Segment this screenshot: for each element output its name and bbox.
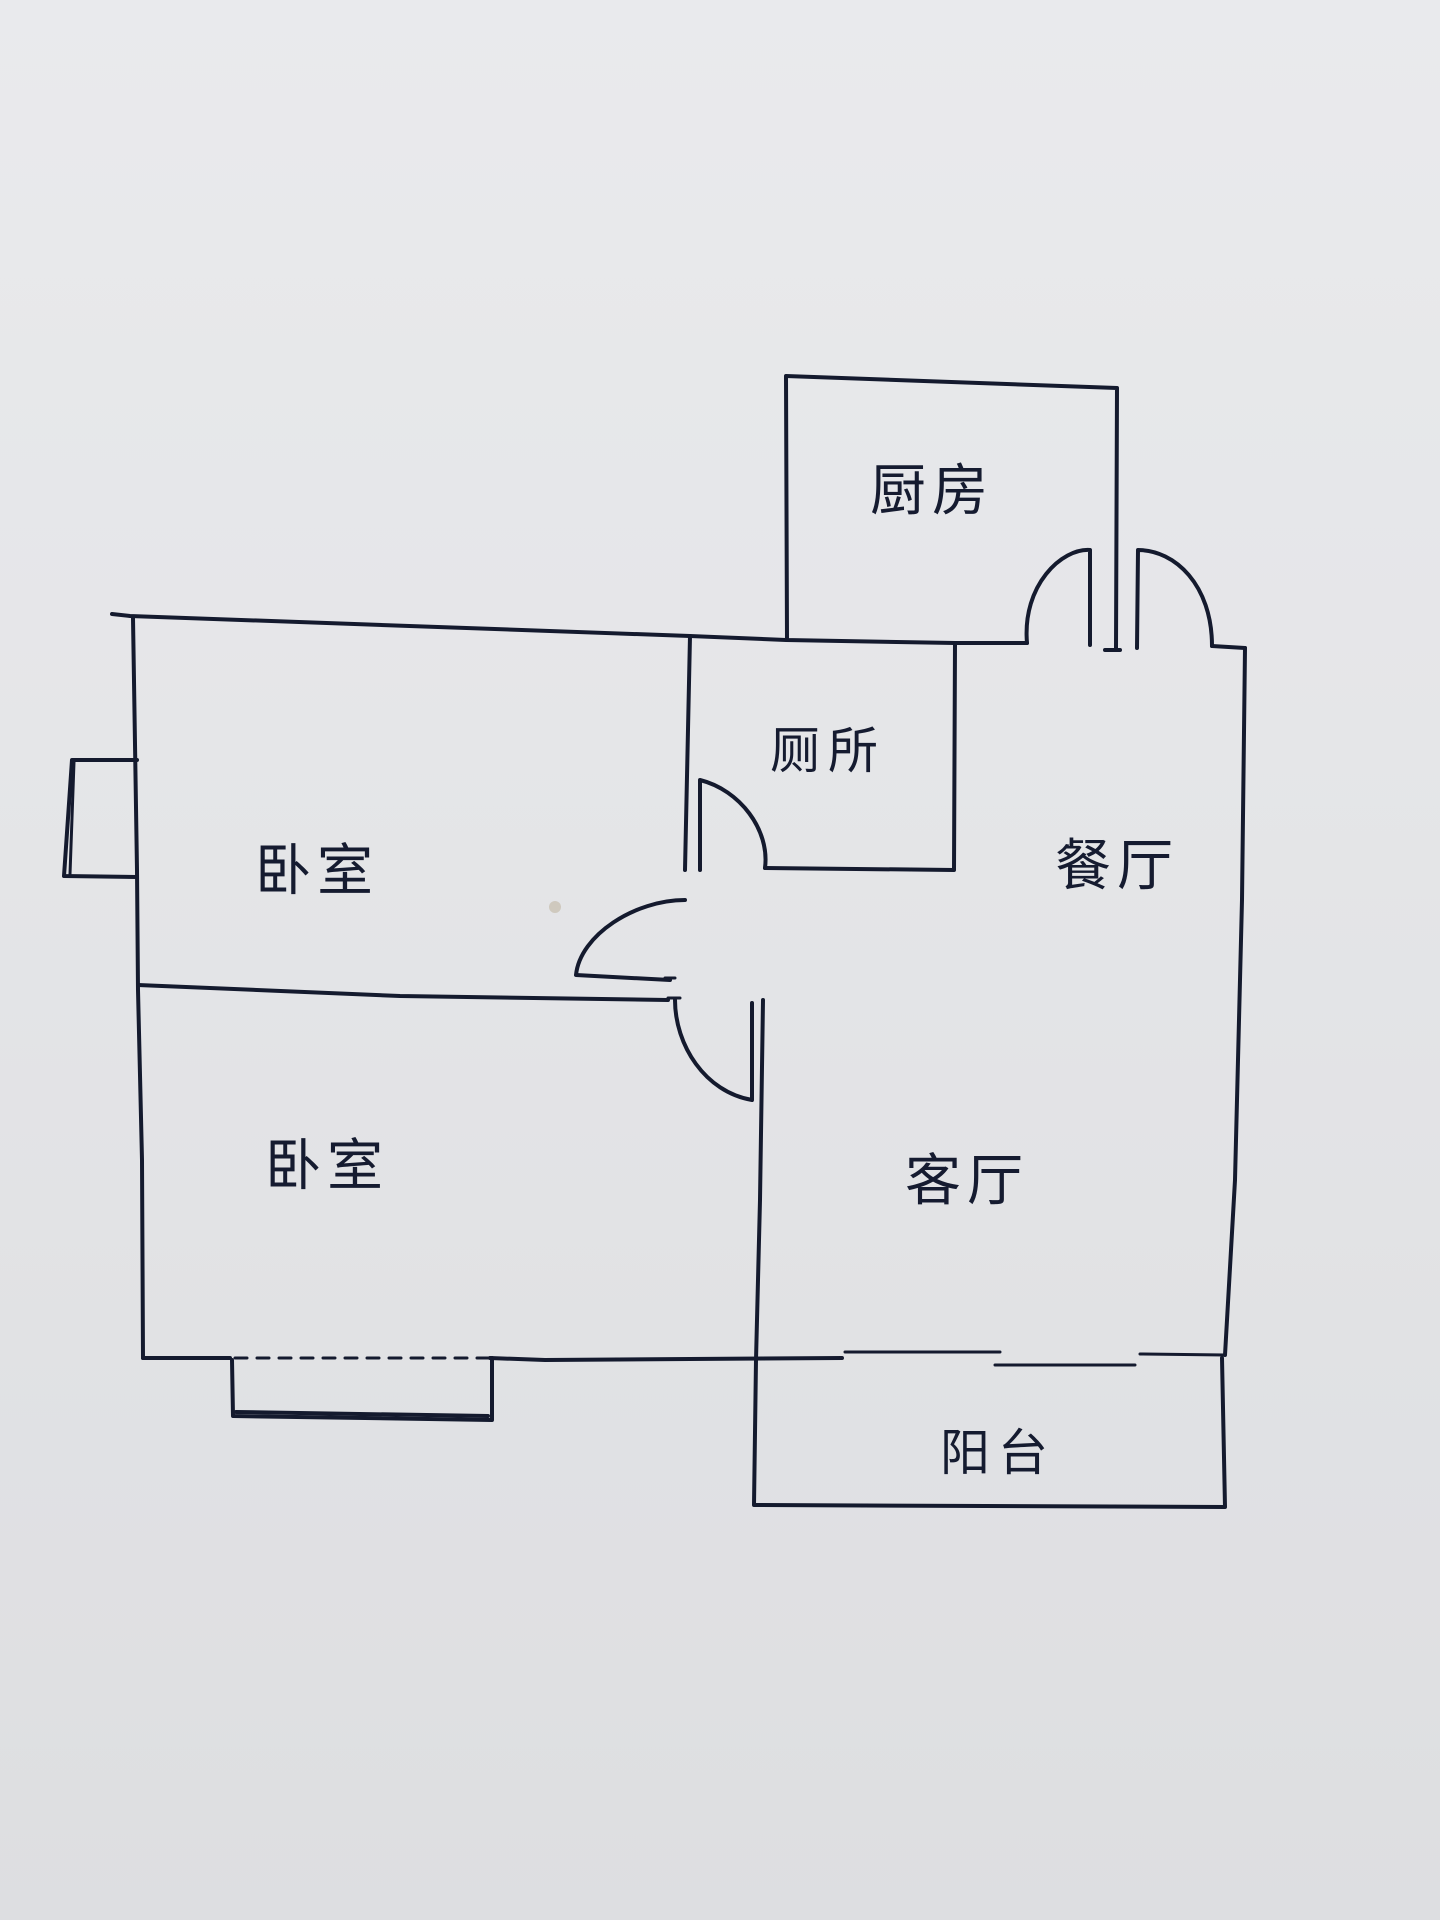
toilet-door (698, 778, 768, 872)
kitchen-door-left (1024, 547, 1092, 647)
balcony-label: 阳台 (940, 1424, 1056, 1482)
bedroom-bottom-label: 卧室 (265, 1134, 389, 1199)
dining-label: 餐厅 (1055, 834, 1179, 899)
kitchen-walls (784, 374, 1119, 650)
kitchen-door-right (1135, 548, 1214, 650)
living-room-label: 客厅 (905, 1149, 1029, 1214)
bedroom-top-door (574, 898, 687, 982)
bottom-bay-window (230, 1356, 494, 1422)
right-wall (1223, 646, 1247, 1357)
left-bay-window-inner (68, 760, 76, 876)
top-wall (110, 612, 1029, 645)
bedroom-bottom-door (673, 998, 754, 1102)
left-wall (131, 616, 145, 1360)
toilet-label: 厕所 (770, 722, 886, 780)
paper-blemish (549, 901, 561, 913)
kitchen-label: 厨房 (870, 459, 994, 524)
top-wall-right (1210, 644, 1247, 650)
bottom-bay-window-sill (234, 1410, 490, 1418)
floor-plan-walls (62, 374, 1247, 1509)
bedroom-divider-wall (136, 983, 670, 1002)
door-sill-marks (663, 976, 682, 1000)
balcony-walls (752, 1356, 1227, 1509)
living-room-west-wall (754, 998, 765, 1362)
bottom-wall (141, 1356, 844, 1362)
toilet-walls (683, 634, 957, 872)
bedroom-top-label: 卧室 (255, 839, 379, 904)
balcony-sliding-door (843, 1350, 1227, 1367)
left-bay-window (62, 758, 139, 879)
